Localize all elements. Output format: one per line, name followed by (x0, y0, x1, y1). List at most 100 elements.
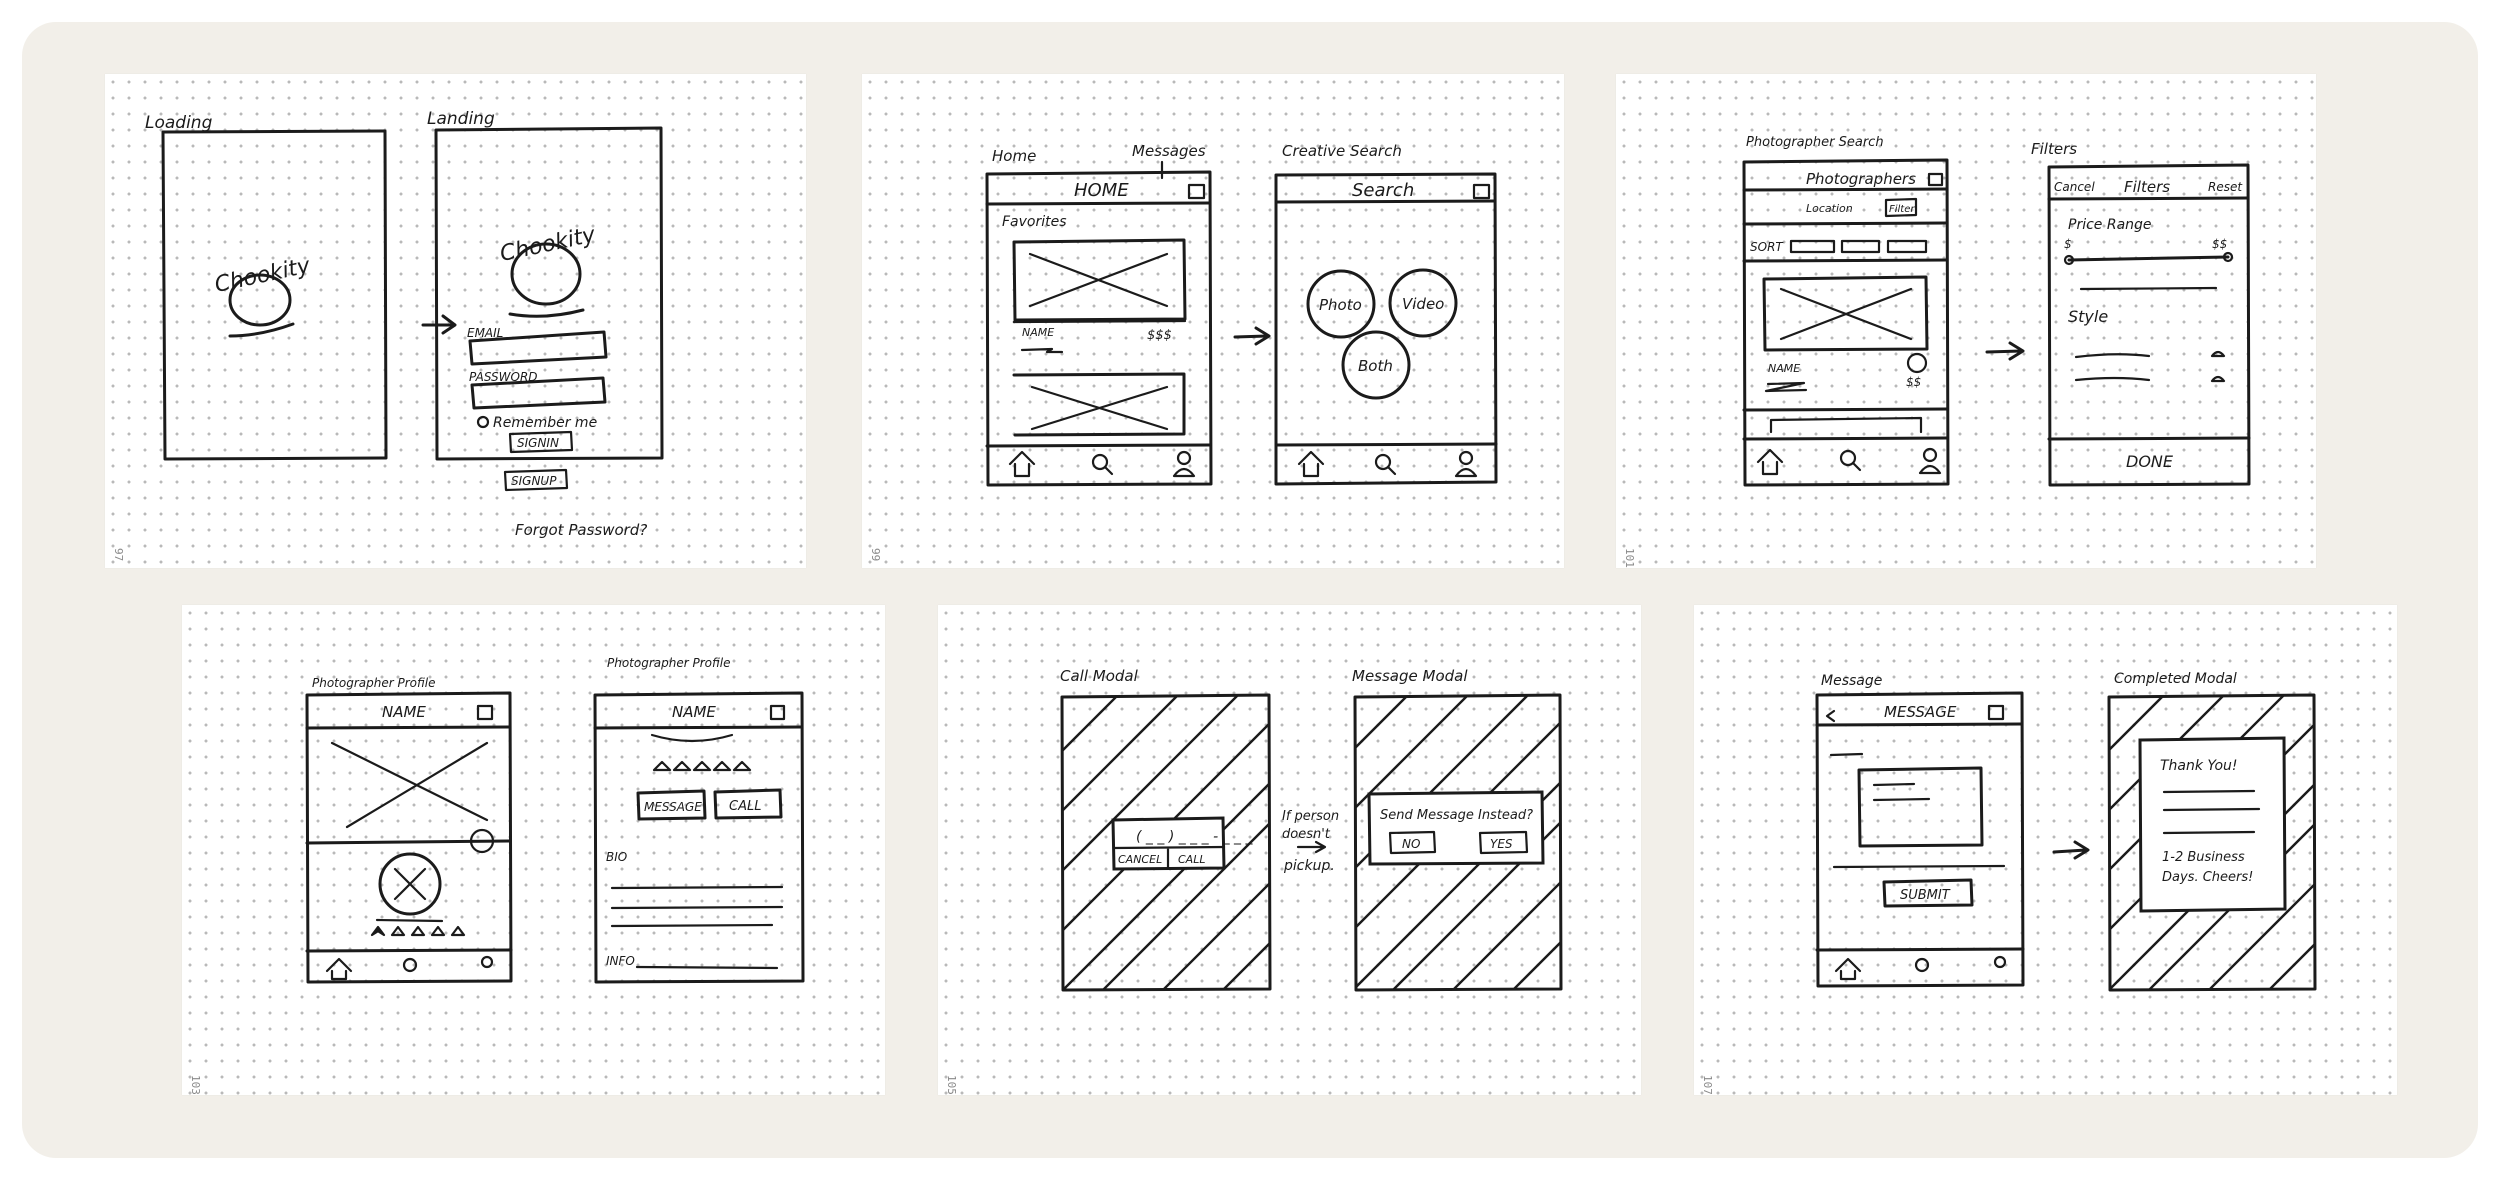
message-icon (476, 704, 494, 721)
profile-title: NAME (382, 703, 426, 721)
style-label: Style (2068, 307, 2108, 326)
sketch-page-home-search: Home Messages HOME Favorites NAME $$$ (862, 74, 1564, 568)
profile-nav-icon (1993, 955, 2007, 969)
profile-nav-icon (1922, 447, 1938, 463)
home-nav-icon (1756, 448, 1784, 476)
forgot-password-text: Forgot Password? (515, 521, 647, 539)
sketch-page-photographer-profile: Photographer Profile NAME Photographer P… (182, 605, 885, 1095)
screen-label-creative-search: Creative Search (1282, 142, 1402, 160)
home-nav-icon (1834, 957, 1862, 981)
yes-button (1478, 830, 1529, 855)
message-icon (1987, 704, 2005, 721)
message-button-label: MESSAGE (644, 800, 702, 814)
card-price: $$ (1906, 375, 1921, 389)
profile-nav-icon (1176, 450, 1192, 466)
sort-label: SORT (1750, 240, 1784, 254)
completed-line-2: Days. Cheers! (2162, 870, 2253, 885)
favorite-card-image (1012, 238, 1187, 322)
note-line-1: If person (1282, 809, 1339, 824)
message-icon (1927, 172, 1944, 187)
filters-reset: Reset (2208, 180, 2243, 194)
page-number: 103 (189, 1075, 202, 1095)
screen-label-landing: Landing (427, 109, 495, 129)
profile-title-2: NAME (672, 703, 716, 721)
message-icon (1187, 183, 1206, 200)
signin-label: SIGNIN (517, 436, 559, 450)
favorite-heart-icon (469, 828, 495, 854)
home-nav-icon (325, 957, 353, 981)
flow-arrow (421, 314, 457, 335)
rating-stars (652, 760, 752, 772)
message-dialog (1367, 790, 1545, 866)
signup-label: SIGNUP (511, 474, 557, 488)
landing-password-label: PASSWORD (469, 370, 538, 384)
message-button (636, 789, 707, 821)
page-number: 101 (1623, 548, 1636, 568)
screen-label-filters: Filters (2031, 140, 2077, 158)
slider-handle-max (2222, 251, 2234, 263)
filter-label: Filter (1889, 204, 1915, 215)
submit-label: SUBMIT (1900, 888, 1951, 903)
search-nav-icon (1091, 453, 1109, 471)
home-nav-icon (1297, 450, 1325, 478)
note-line-2: doesn't (1282, 827, 1331, 842)
photographers-title: Photographers (1806, 170, 1916, 188)
search-nav-icon (1374, 453, 1392, 471)
cover-image-placeholder (330, 741, 489, 829)
bio-label: BIO (606, 850, 627, 864)
page-number: 99 (869, 548, 882, 561)
rating-stars (370, 925, 466, 937)
remember-checkbox (476, 415, 490, 429)
signup-button (503, 468, 569, 492)
price-slider (2067, 255, 2230, 262)
video-option-label: Video (1402, 295, 1444, 313)
signin-button (508, 430, 574, 454)
photo-option-label: Photo (1319, 296, 1362, 314)
filters-title: Filters (2124, 178, 2170, 196)
thank-you-text: Thank You! (2160, 758, 2238, 774)
message-textarea (1857, 766, 1984, 848)
screen-label-photographer-search: Photographer Search (1746, 135, 1884, 150)
screen-label-call-modal: Call Modal (1060, 667, 1139, 685)
call-cancel-label: CANCEL (1118, 853, 1162, 866)
sketch-page-message-completed: Message MESSAGE SUBMIT Completed Modal (1694, 605, 2397, 1095)
video-option (1388, 268, 1458, 338)
messages-annotation: Messages (1132, 142, 1206, 160)
search-nav-icon (1839, 449, 1857, 467)
price-min: $ (2064, 237, 2072, 251)
both-option (1341, 330, 1411, 400)
price-range-label: Price Range (2068, 217, 2152, 233)
sketch-page-call-message-modal: Call Modal ( _ _ ) _ _ _ - _ _ _ CANCEL … (938, 605, 1641, 1095)
screen-label-completed-modal: Completed Modal (2114, 671, 2237, 687)
sort-chips (1789, 239, 1928, 254)
flow-arrow (1985, 341, 2025, 361)
yes-button-label: YES (1490, 837, 1513, 851)
remember-label: Remember me (493, 415, 597, 431)
flow-arrow (1233, 326, 1271, 346)
no-button (1388, 830, 1437, 855)
screen-label-message-modal: Message Modal (1352, 667, 1468, 685)
photo-option (1306, 269, 1376, 339)
sketch-board: Loading Chookity Landing Chookity EMAIL … (22, 22, 2478, 1158)
avatar (378, 852, 442, 916)
sketch-page-photographer-search: Photographer Search Photographers Locati… (1616, 74, 2316, 568)
call-confirm-label: CALL (1178, 853, 1205, 866)
search-nav-icon (402, 957, 418, 973)
both-option-label: Both (1358, 357, 1393, 375)
no-button-label: NO (1402, 837, 1420, 851)
info-label: INFO (606, 954, 635, 968)
filters-cancel: Cancel (2054, 180, 2095, 194)
sketch-page-loading-landing: Loading Chookity Landing Chookity EMAIL … (105, 74, 806, 568)
done-button: DONE (2126, 452, 2174, 471)
result-card-image (1762, 275, 1929, 352)
location-selector: Location (1806, 202, 1853, 215)
page-number: 107 (1701, 1075, 1714, 1095)
home-nav-icon (1008, 450, 1036, 478)
back-arrow-icon (1825, 709, 1836, 723)
home-title: HOME (1074, 180, 1129, 201)
phone-number-placeholder: ( _ _ ) _ _ _ - _ _ _ (1136, 829, 1253, 845)
call-button (713, 788, 783, 820)
call-button-label: CALL (729, 799, 761, 814)
favorites-heading: Favorites (1002, 214, 1067, 230)
page-number: 97 (112, 548, 125, 561)
